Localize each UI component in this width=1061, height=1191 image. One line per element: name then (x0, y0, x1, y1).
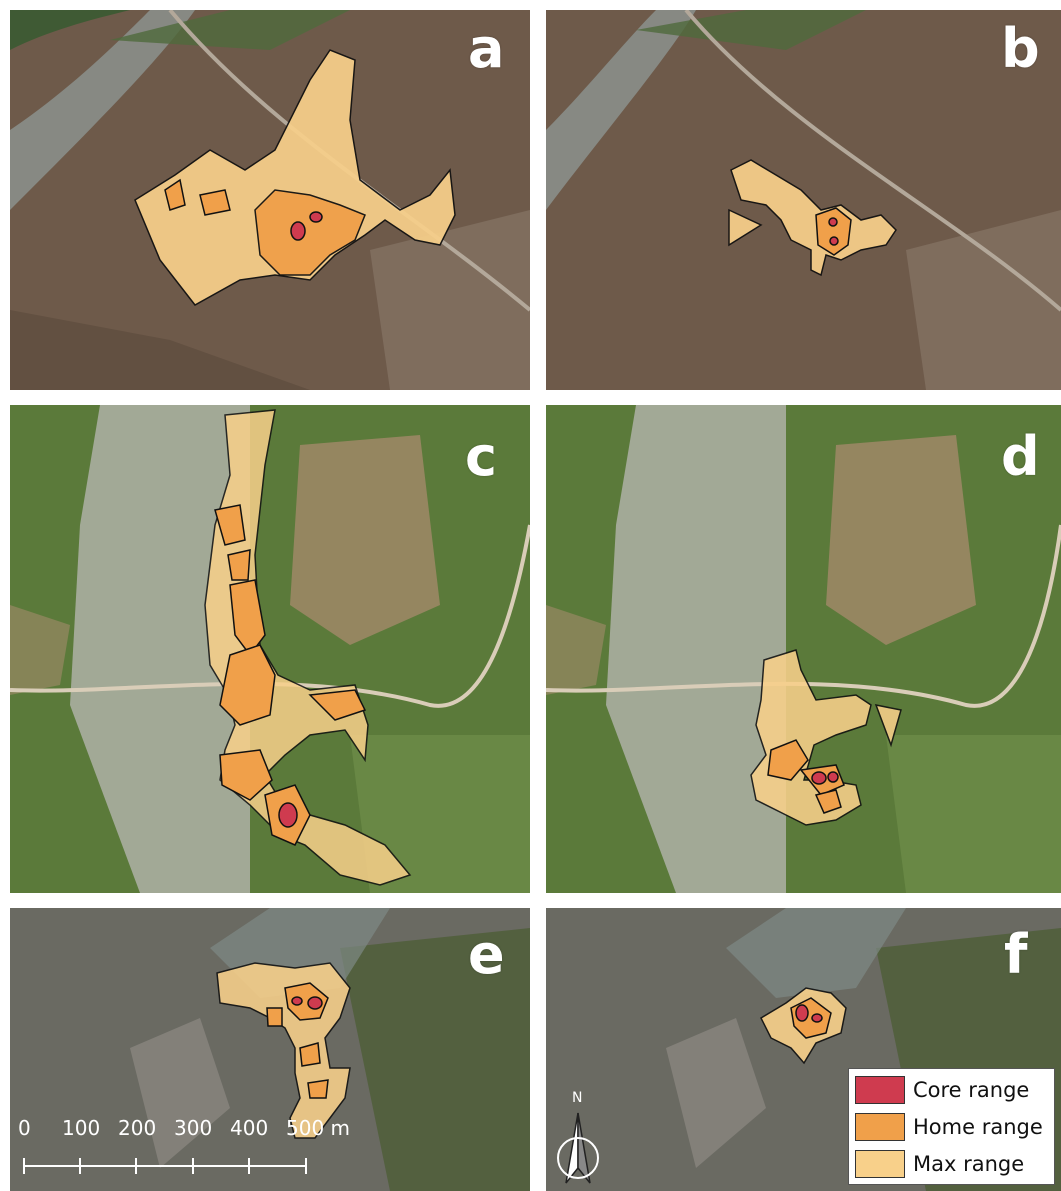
core-range-polygon (828, 217, 838, 227)
panel-label-d: d (1001, 425, 1040, 488)
satellite-image-d (546, 405, 1061, 893)
max-range-polygon (874, 703, 902, 748)
scale-tick-label: 300 (174, 1116, 213, 1140)
home-range-polygon (164, 178, 186, 211)
legend-item-home-range: Home range (855, 1111, 1043, 1143)
scale-tick-label: 500 m (286, 1116, 351, 1140)
satellite-image-b (546, 10, 1061, 390)
north-arrow-icon (557, 1112, 599, 1184)
legend-swatch-max (855, 1150, 905, 1178)
scale-tick-label: 200 (118, 1116, 157, 1140)
satellite-image-e (10, 908, 530, 1191)
north-arrow-label: N (572, 1090, 583, 1106)
scale-tick-label: 400 (230, 1116, 269, 1140)
map-panel-d: d (546, 405, 1061, 893)
map-panel-c: c (10, 405, 530, 893)
home-range-polygon (767, 739, 809, 781)
map-panel-b: b (546, 10, 1061, 390)
map-panel-e: e 0 100 200 300 400 500 m (10, 908, 530, 1191)
max-range-polygon (730, 159, 897, 277)
panel-label-a: a (468, 17, 505, 80)
max-range-polygon (728, 208, 763, 247)
core-range-polygon (811, 771, 827, 785)
core-range-polygon (290, 221, 306, 241)
scale-bar (23, 1158, 307, 1174)
core-range-polygon (827, 771, 839, 783)
core-range-polygon (795, 1004, 809, 1022)
home-range-polygon (227, 549, 251, 581)
satellite-image-a (10, 10, 530, 390)
panel-label-c: c (465, 425, 498, 488)
legend-item-max-range: Max range (855, 1148, 1024, 1180)
home-range-polygon (284, 982, 329, 1021)
legend-item-core-range: Core range (855, 1074, 1029, 1106)
scale-tick-label: 0 (18, 1116, 31, 1140)
home-range-polygon (254, 189, 366, 276)
home-range-polygon (307, 1079, 329, 1099)
home-range-polygon (266, 1007, 283, 1027)
core-range-polygon (829, 236, 839, 246)
home-range-polygon (219, 644, 276, 726)
home-range-polygon (219, 749, 273, 801)
max-range-polygon (134, 49, 456, 306)
legend-label: Max range (913, 1152, 1025, 1176)
home-range-polygon (299, 1042, 321, 1067)
legend-swatch-home (855, 1113, 905, 1141)
legend-label: Core range (913, 1078, 1030, 1102)
core-range-polygon (291, 996, 303, 1006)
home-range-polygon (229, 579, 266, 657)
map-panel-a: a (10, 10, 530, 390)
home-range-polygon (199, 189, 231, 216)
core-range-polygon (309, 211, 323, 223)
legend-swatch-core (855, 1076, 905, 1104)
core-range-polygon (811, 1013, 823, 1023)
map-legend: Core range Home range Max range (848, 1068, 1055, 1185)
legend-label: Home range (913, 1115, 1043, 1139)
home-range-polygon (815, 207, 852, 256)
home-range-polygon (308, 689, 367, 721)
panel-label-b: b (1001, 17, 1040, 80)
home-range-polygon (814, 789, 842, 814)
scale-tick-label: 100 (62, 1116, 101, 1140)
home-range-polygon (214, 504, 246, 546)
panel-label-e: e (468, 923, 505, 986)
panel-label-f: f (1004, 923, 1028, 986)
core-range-polygon (307, 996, 323, 1010)
core-range-polygon (278, 802, 298, 828)
satellite-image-c (10, 405, 530, 893)
